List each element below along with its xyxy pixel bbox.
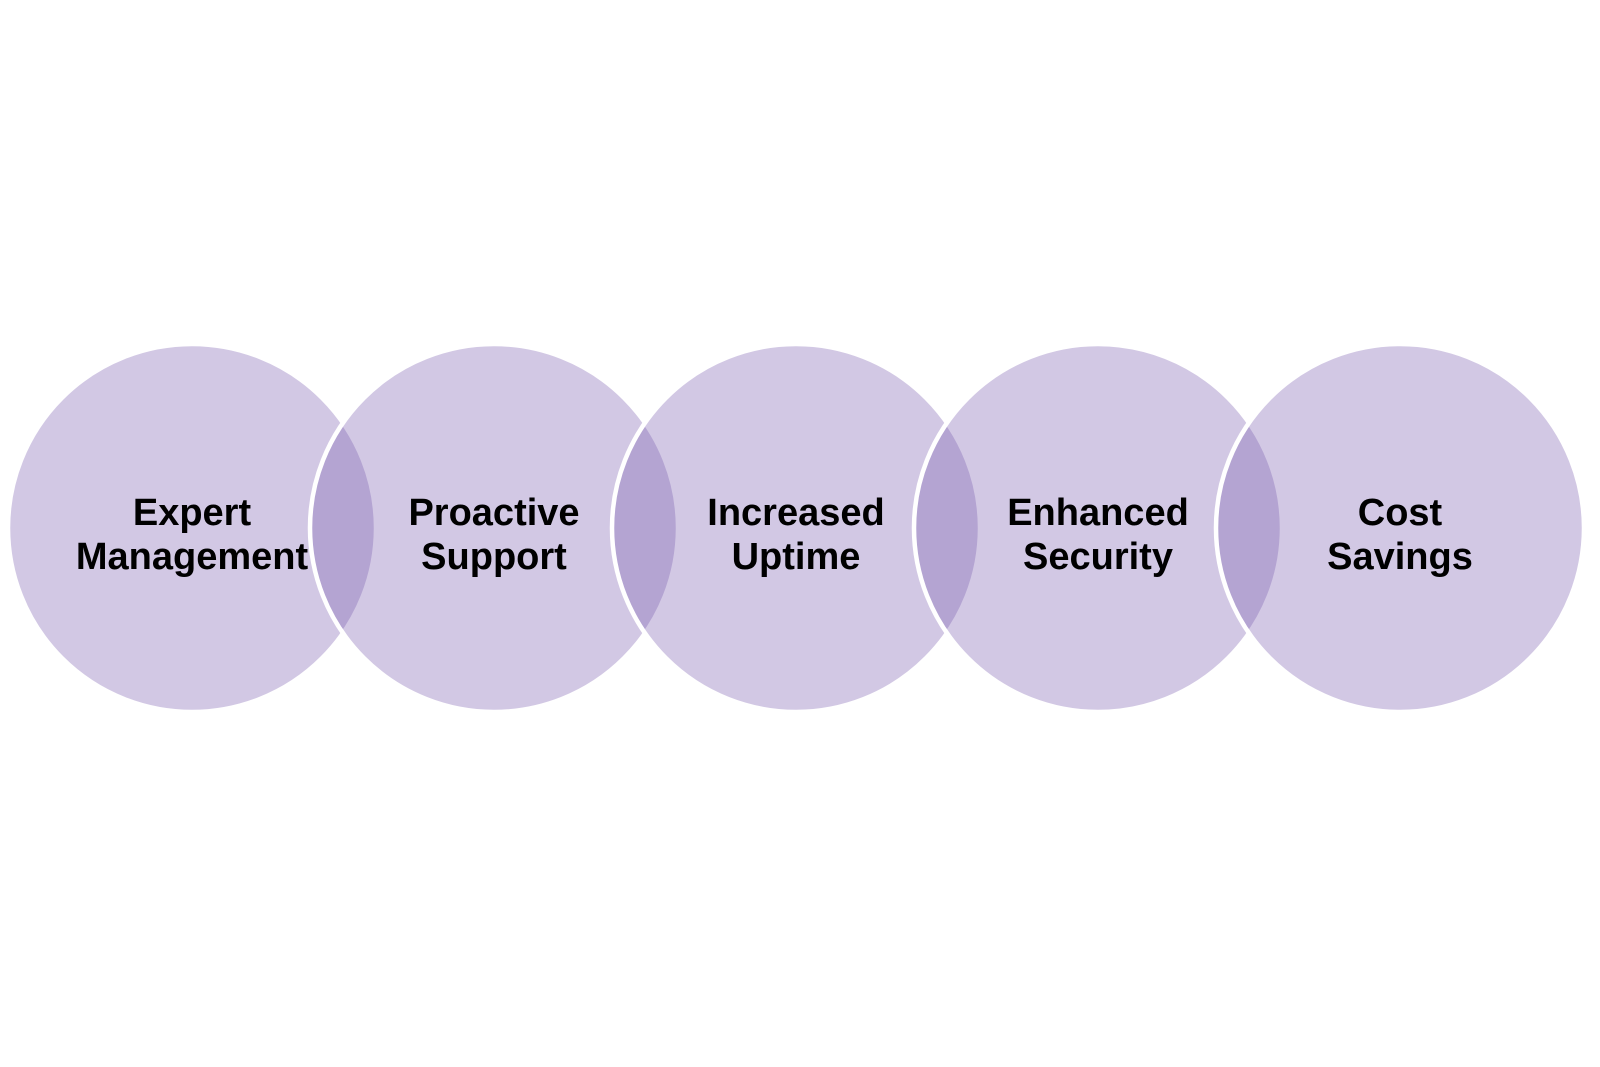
label-cost-savings: Cost Savings [1327,492,1473,578]
circle-expert-management [5,341,379,715]
label-enhanced-security: Enhanced Security [1007,492,1189,578]
circle-cost-savings [1213,341,1587,715]
label-increased-uptime: Increased Uptime [707,492,885,578]
label-proactive-support: Proactive Support [408,492,580,578]
label-expert-management: Expert Management [75,492,309,578]
circle-proactive-support [307,341,681,715]
circle-increased-uptime [609,341,983,715]
circle-enhanced-security [911,341,1285,715]
